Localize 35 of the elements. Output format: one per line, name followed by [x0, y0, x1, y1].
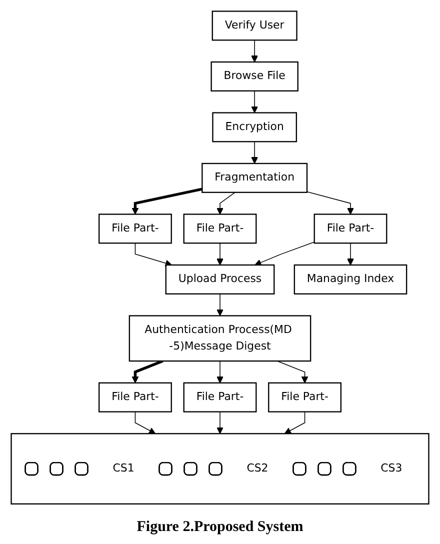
arrow [134, 242, 172, 266]
node-box: Upload Process [165, 264, 275, 294]
arrow [216, 411, 224, 434]
node-box: Browse File [210, 61, 298, 92]
node-box: File Part- [98, 214, 172, 244]
node-box: File Part- [183, 382, 257, 412]
cluster [10, 432, 430, 504]
arrow [132, 360, 164, 384]
node-box: File Part- [268, 382, 342, 412]
arrow [216, 242, 224, 266]
arrow [306, 191, 354, 214]
arrow [134, 411, 156, 434]
node-box: Verify User [212, 10, 298, 41]
arrow [251, 141, 258, 164]
node-box: File Part- [314, 214, 388, 244]
node-box: Authentication Process(MD -5)Message Digest [128, 315, 312, 362]
arrow [284, 411, 306, 434]
arrow [216, 192, 236, 214]
node-box: File Part- [98, 382, 172, 412]
arrow [132, 188, 202, 214]
node-box: Managing Index [294, 264, 408, 294]
arrow [276, 360, 308, 384]
arrow [251, 40, 258, 62]
arrow [216, 360, 224, 384]
figure-caption: Figure 2.Proposed System [136, 519, 304, 536]
node-box: Fragmentation [202, 162, 308, 193]
node-text: CS1 [112, 462, 134, 475]
arrow [254, 241, 315, 266]
arrow [347, 242, 354, 266]
node-box: Encryption [212, 112, 297, 142]
arrow [251, 90, 258, 113]
node-text: CS3 [380, 462, 402, 475]
node-text: CS2 [246, 462, 268, 475]
arrow [216, 293, 224, 316]
node-box: File Part- [183, 214, 257, 244]
